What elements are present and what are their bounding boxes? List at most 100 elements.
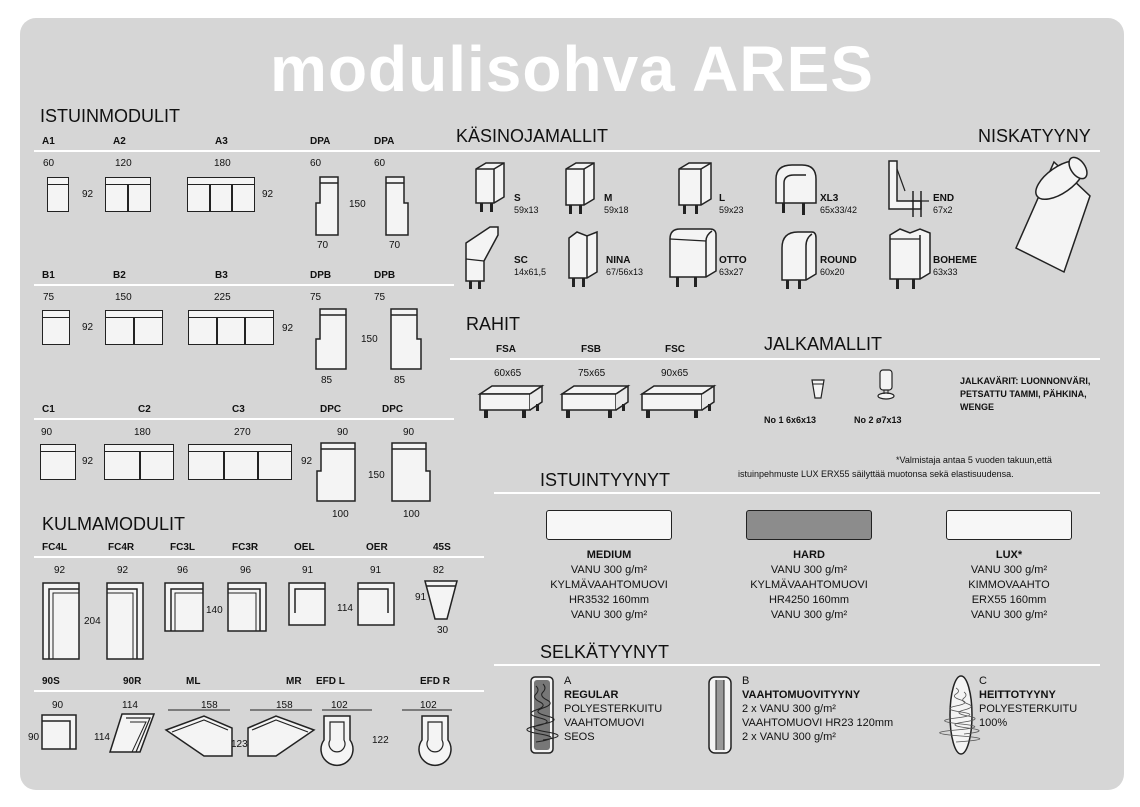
- dpa-depth: 150: [349, 199, 366, 210]
- back-cushion-line: VAAHTOMUOVI: [564, 717, 645, 729]
- footstool-fsb-icon: [559, 384, 631, 418]
- module-fc4l: [42, 582, 80, 660]
- cushion-medium-spec: MEDIUM VANU 300 g/m² KYLMÄVAAHTOMUOVI HR…: [529, 548, 689, 623]
- module-dpa-right: [385, 176, 409, 236]
- back-cushion-letter: C: [979, 675, 987, 687]
- width-a2: 120: [115, 158, 132, 169]
- width-a1: 60: [43, 158, 55, 169]
- back-cushion-letter: B: [742, 675, 750, 687]
- code-a3: A3: [215, 136, 228, 147]
- leg-colors-line1: JALKAVÄRIT: LUONNONVÄRI,: [960, 376, 1091, 386]
- module-b2: [105, 310, 163, 345]
- size-fsa: 60x65: [494, 368, 522, 379]
- leg-no2-label: No 2 ø7x13: [854, 415, 902, 425]
- code-oer: OER: [366, 542, 388, 553]
- module-dpb-right: [390, 308, 422, 370]
- code-b2: B2: [113, 270, 126, 281]
- width-dpc-1: 90: [337, 427, 349, 438]
- istuin-heading: ISTUINMODULIT: [40, 106, 181, 126]
- width-dpa-1: 60: [310, 158, 322, 169]
- leg-no1-icon: [811, 379, 825, 399]
- module-c1: [40, 444, 76, 480]
- width-b3: 225: [214, 292, 231, 303]
- cushion-hard-swatch: [746, 510, 872, 540]
- divider: [34, 418, 454, 420]
- back-cushion-foam-icon: [708, 676, 732, 754]
- divider: [34, 284, 454, 286]
- size-fsc: 90x65: [661, 368, 689, 379]
- width-90r: 114: [122, 700, 138, 711]
- back-cushion-line: 100%: [979, 717, 1008, 729]
- size-fsb: 75x65: [578, 368, 606, 379]
- depth-a: 92: [82, 189, 94, 200]
- dpb-bottom-1: 85: [321, 375, 333, 386]
- cushion-medium-swatch: [546, 510, 672, 540]
- back-cushion-line: 2 x VANU 300 g/m²: [742, 703, 836, 715]
- m-depth: 123: [231, 739, 248, 750]
- depth-c: 92: [82, 456, 94, 467]
- code-c1: C1: [42, 404, 55, 415]
- armrest-s-size: 59x13: [514, 205, 539, 215]
- dpc-depth: 150: [368, 470, 385, 481]
- kasinoja-heading: KÄSINOJAMALLIT: [456, 126, 609, 146]
- armrest-xl3-size: 65x33/42: [820, 205, 858, 215]
- width-90s: 90: [52, 700, 64, 711]
- back-cushion-throw: C HEITTOTYYNY POLYESTERKUITU 100%: [979, 674, 1077, 730]
- armrest-m-size: 59x18: [604, 205, 629, 215]
- depth-a3: 92: [262, 189, 274, 200]
- leg-colors-line3: WENGE: [960, 402, 995, 412]
- cushion-hard-line: HR4250 160mm: [768, 594, 850, 606]
- cushion-lux-line: VANU 300 g/m²: [970, 564, 1048, 576]
- dpc-bottom-2: 100: [403, 509, 420, 520]
- back-cushion-regular: A REGULAR POLYESTERKUITU VAAHTOMUOVI SEO…: [564, 674, 662, 744]
- warranty-note-2: istuinpehmuste LUX ERX55 säilyttää muoto…: [738, 469, 1014, 479]
- width-ml: 158: [201, 700, 218, 711]
- width-c1: 90: [41, 427, 53, 438]
- dpa-bottom-1: 70: [317, 240, 329, 251]
- code-fsc: FSC: [665, 344, 685, 355]
- width-b2: 150: [115, 292, 132, 303]
- page-title: modulisohva ARES: [270, 33, 874, 105]
- module-a3: [187, 177, 255, 212]
- cushion-lux-line: KIMMOVAAHTO: [968, 579, 1050, 591]
- footstool-fsa-icon: [477, 384, 545, 418]
- width-fc4r: 92: [117, 565, 129, 576]
- armrest-l-size: 59x23: [719, 205, 744, 215]
- istuintyynyt-heading: ISTUINTYYNYT: [540, 470, 671, 490]
- efd-depth: 122: [372, 735, 389, 746]
- armrest-nina-icon: [568, 230, 598, 287]
- back-cushion-letter: A: [564, 675, 572, 687]
- armrest-xl3-icon: [775, 164, 817, 215]
- back-cushion-line: SEOS: [564, 731, 595, 743]
- code-dpb-1: DPB: [310, 270, 332, 281]
- depth-b: 92: [82, 322, 94, 333]
- fc4-depth: 204: [84, 616, 101, 627]
- armrest-round-size: 60x20: [820, 267, 845, 277]
- code-a2: A2: [113, 136, 126, 147]
- dpb-bottom-2: 85: [394, 375, 406, 386]
- cushion-hard-spec: HARD VANU 300 g/m² KYLMÄVAAHTOMUOVI HR42…: [729, 548, 889, 623]
- oe-depth: 114: [337, 603, 353, 614]
- width-fc3l: 96: [177, 565, 189, 576]
- width-efdl: 102: [331, 700, 348, 711]
- warranty-note-1: *Valmistaja antaa 5 vuoden takuun,että: [896, 455, 1052, 465]
- armrest-round-name: ROUND: [820, 255, 857, 266]
- cushion-medium-line: VANU 300 g/m²: [570, 564, 648, 576]
- back-cushion-throw-icon: [939, 675, 981, 755]
- code-dpa-1: DPA: [310, 136, 331, 147]
- module-a2: [105, 177, 151, 212]
- module-dpc-right: [391, 442, 431, 502]
- cushion-hard-line: VANU 300 g/m²: [770, 609, 848, 621]
- code-c3: C3: [232, 404, 245, 415]
- width-c2: 180: [134, 427, 151, 438]
- neck-pillow-icon: [1015, 156, 1091, 274]
- code-fsb: FSB: [581, 344, 601, 355]
- cushion-hard-line: KYLMÄVAAHTOMUOVI: [750, 579, 868, 591]
- armrest-end-name: END: [933, 193, 955, 204]
- code-efdl: EFD L: [316, 676, 345, 687]
- rahit-heading: RAHIT: [466, 314, 520, 334]
- 90s-depth: 90: [28, 732, 40, 743]
- module-b3: [188, 310, 274, 345]
- armrest-l-name: L: [719, 193, 726, 204]
- module-oel: [288, 582, 326, 626]
